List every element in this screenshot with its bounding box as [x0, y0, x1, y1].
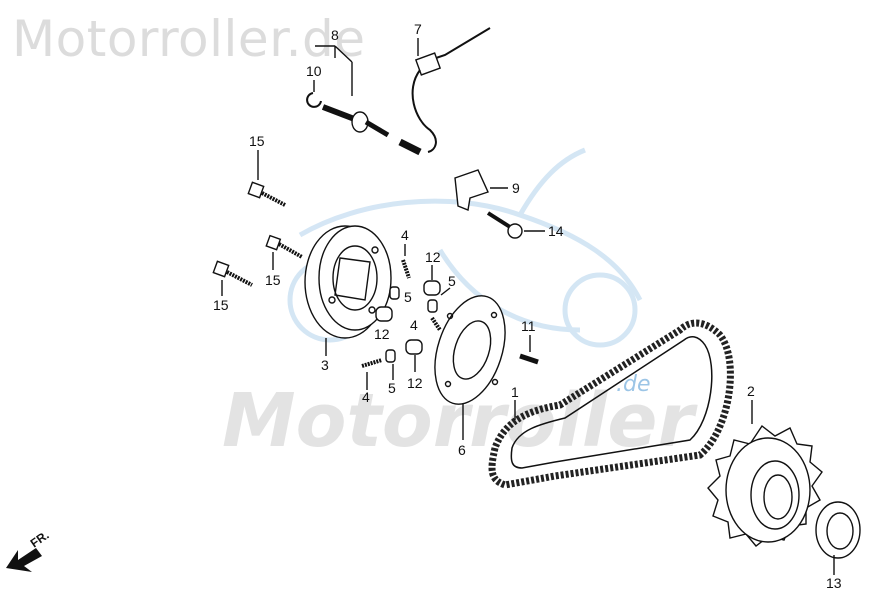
- part-number-4-top: 4: [401, 227, 409, 243]
- leader-5b: [440, 287, 451, 296]
- part-number-10: 10: [306, 63, 322, 79]
- bolt-15-top: [247, 181, 286, 207]
- front-direction-label: FR.: [28, 528, 52, 551]
- part-number-15-bottom: 15: [213, 297, 229, 313]
- part-number-3: 3: [321, 357, 329, 373]
- part-number-13: 13: [826, 575, 842, 591]
- part-number-9: 9: [512, 180, 520, 196]
- roller-b: [375, 306, 393, 322]
- shaft-assembly: [306, 92, 390, 138]
- oil-seal: [815, 501, 861, 559]
- bolt-15-bottom: [212, 260, 253, 287]
- bolt-15-middle: [265, 234, 303, 259]
- part-number-4-middle: 4: [410, 317, 418, 333]
- part-number-12-top: 12: [425, 249, 441, 265]
- roller-a: [423, 280, 441, 296]
- sprocket: [707, 424, 823, 547]
- part-number-1: 1: [511, 384, 519, 400]
- spring-a: [401, 259, 411, 279]
- front-direction-arrow-icon: [6, 548, 42, 572]
- cap-a: [389, 286, 400, 300]
- part-labels: 8 10 7 9 14 15 15 15 3 4 4 4 5 5 5 12 12…: [28, 21, 842, 591]
- part-number-8: 8: [331, 27, 339, 43]
- leader-8: [315, 45, 353, 96]
- part-number-7: 7: [414, 21, 422, 37]
- part-number-11: 11: [521, 318, 536, 334]
- switch-wire: [398, 27, 491, 156]
- part-number-12-middle: 12: [374, 326, 390, 342]
- part-number-15-top: 15: [249, 133, 265, 149]
- watermark-top: Motorroller.de: [12, 10, 366, 68]
- roller-c: [405, 339, 423, 355]
- part-number-5-right: 5: [448, 273, 456, 289]
- part-number-5-bottom: 5: [388, 380, 396, 396]
- spring-b: [430, 316, 442, 332]
- part-number-6: 6: [458, 442, 466, 458]
- cap-c: [385, 349, 396, 363]
- drive-chain: [488, 319, 734, 489]
- watermark-middle-suffix: .de: [616, 372, 651, 397]
- bolt-14: [486, 211, 523, 239]
- clutch-plate: [434, 295, 506, 405]
- pin: [519, 353, 539, 365]
- part-number-15-middle: 15: [265, 272, 281, 288]
- part-number-2: 2: [747, 383, 755, 399]
- part-number-5-top: 5: [404, 289, 412, 305]
- part-number-4-bottom: 4: [362, 389, 370, 405]
- spring-c: [361, 358, 383, 368]
- part-number-12-bottom: 12: [407, 375, 423, 391]
- part-number-14: 14: [548, 223, 564, 239]
- cap-b: [427, 299, 438, 313]
- bracket: [454, 169, 489, 211]
- clutch-housing: [304, 225, 392, 339]
